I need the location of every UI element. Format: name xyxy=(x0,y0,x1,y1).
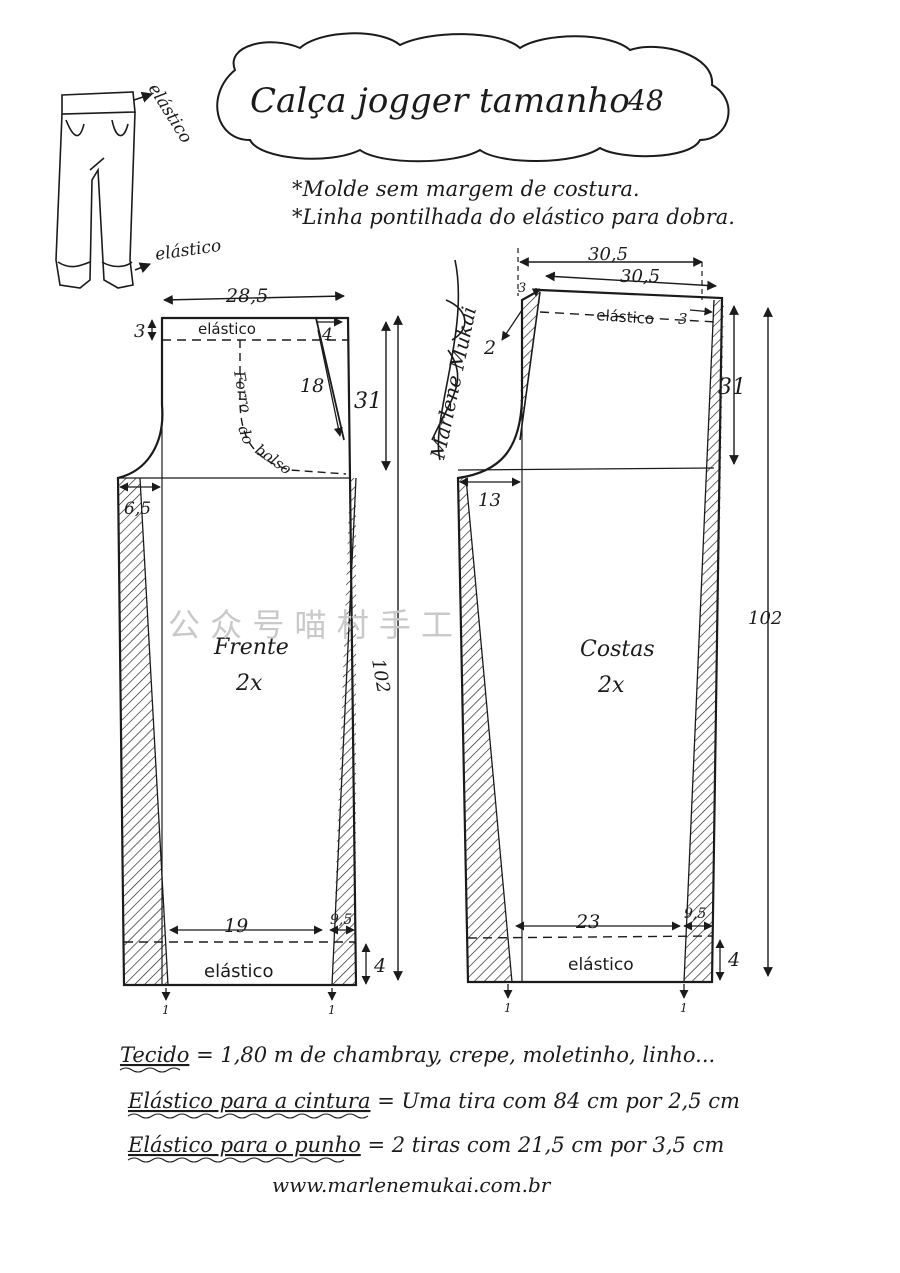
front-dim-cuff: 4 xyxy=(373,955,386,977)
website: www.marlenemukai.com.br xyxy=(272,1173,552,1197)
materials-tecido-label: Tecido xyxy=(120,1043,189,1067)
svg-text:Tecido = 1,80 m de chamb: Tecido = 1,80 m de chambray, crepe, mole… xyxy=(120,1043,715,1067)
front-piece-count: 2x xyxy=(235,671,263,696)
front-waist-label: elástico xyxy=(198,320,256,338)
back-dim-waist-top: 30,5 xyxy=(588,244,628,265)
materials-waist-label: Elástico para a cintura xyxy=(127,1089,371,1113)
back-dim-length: 102 xyxy=(748,608,782,629)
back-waist-label: elástico xyxy=(596,306,655,328)
svg-text:Elástico para o punho =: Elástico para o punho = 2 tiras com 21,5… xyxy=(127,1133,724,1157)
back-dim-cuff: 4 xyxy=(727,949,740,971)
materials-tecido-value: = 1,80 m de chambray, crepe, moletinho, … xyxy=(196,1043,715,1067)
pants-sketch xyxy=(55,91,154,289)
front-piece-name: Frente xyxy=(213,635,289,660)
back-dim-center-back: 2 xyxy=(483,337,496,359)
title-cloud: Calça jogger tamanho 48 xyxy=(216,32,730,163)
front-dim-rise: 31 xyxy=(354,389,382,414)
sketch-label-bottom: elástico xyxy=(154,236,223,265)
back-dim-crotch-ext: 13 xyxy=(478,490,501,511)
materials-cuff-label: Elástico para o punho xyxy=(127,1133,361,1157)
back-dim-rise: 31 xyxy=(718,375,746,400)
notes: *Molde sem margem de costura. *Linha pon… xyxy=(292,177,735,229)
materials: Tecido = 1,80 m de chambray, crepe, mole… xyxy=(119,1043,740,1163)
front-pocket-label-2: do xyxy=(234,423,257,447)
front-dim-waist-width: 28,5 xyxy=(225,285,268,307)
front-dim-pocket-top: 4 xyxy=(321,325,333,345)
svg-text:Elástico para a cintura: Elástico para a cintura = Uma tira com 8… xyxy=(127,1089,740,1113)
front-piece xyxy=(116,291,403,1001)
back-dim-hem-mark-right: 1 xyxy=(680,1001,688,1015)
back-dim-hem-side: 9,5 xyxy=(684,906,706,922)
page-title: Calça jogger tamanho xyxy=(250,81,630,121)
front-dim-hem-side: 9,5 xyxy=(330,912,352,928)
materials-cuff-value: = 2 tiras com 21,5 cm por 3,5 cm xyxy=(367,1133,724,1157)
front-dim-hem-width: 19 xyxy=(224,915,248,937)
front-dim-pocket-diag: 18 xyxy=(300,375,324,397)
materials-waist-value: = Uma tira com 84 cm por 2,5 cm xyxy=(377,1089,740,1113)
note-line-2: *Linha pontilhada do elástico para dobra… xyxy=(292,205,735,229)
front-pocket-label-1: Forro xyxy=(230,369,255,414)
signature-text: Marlene Mukai xyxy=(425,304,481,462)
back-piece-name: Costas xyxy=(580,637,655,662)
watermark: 公 众 号 喵 村 手 工 xyxy=(168,606,453,644)
front-pocket-label-3: bolso xyxy=(252,441,295,479)
back-dim-waistband: 3 xyxy=(678,310,688,328)
back-piece xyxy=(456,248,773,999)
back-piece-count: 2x xyxy=(597,673,625,698)
front-dim-waistband: 3 xyxy=(134,321,145,342)
back-dim-hem-width: 23 xyxy=(575,911,600,933)
signature: Marlene Mukai xyxy=(425,259,481,462)
back-hem-label: elástico xyxy=(568,955,634,975)
sketch-label-top: elástico xyxy=(144,80,196,147)
size-label: 48 xyxy=(627,84,664,117)
front-dim-crotch-ext: 6,5 xyxy=(124,499,151,519)
back-dim-waist-inner: 30,5 xyxy=(620,266,660,287)
front-dim-hem-mark-right: 1 xyxy=(328,1003,336,1017)
front-dim-hem-mark-left: 1 xyxy=(162,1003,170,1017)
back-dim-waist-rise-mark: 3 xyxy=(518,281,526,296)
back-dim-hem-mark-left: 1 xyxy=(504,1001,512,1015)
front-dim-length: 102 xyxy=(367,657,394,694)
note-line-1: *Molde sem margem de costura. xyxy=(292,177,640,201)
front-hem-label: elástico xyxy=(204,961,273,982)
